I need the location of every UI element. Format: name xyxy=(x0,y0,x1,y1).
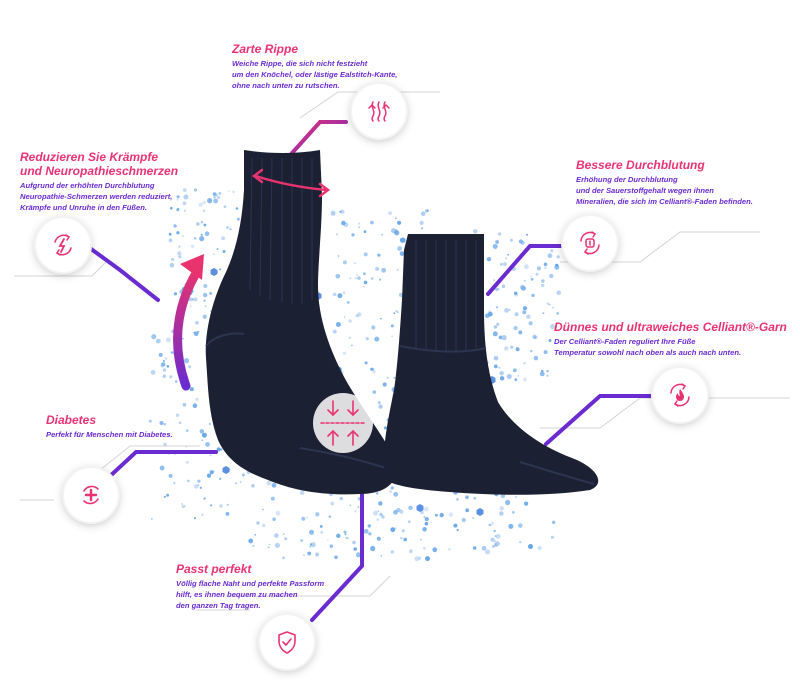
callout-title: Bessere Durchblutung xyxy=(576,158,705,172)
callout-line: Weiche Rippe, die sich nicht festzieht xyxy=(232,59,368,68)
shield-check-icon xyxy=(260,615,314,669)
callout-line: Erhöhung der Durchblutung xyxy=(576,175,678,184)
connector-lines xyxy=(74,120,652,622)
callout-passt-perfekt: Passt perfekt Völlig flache Naht und per… xyxy=(176,562,324,611)
medical-cross-icon xyxy=(64,468,118,522)
callout-body: Weiche Rippe, die sich nicht festzieht u… xyxy=(232,58,397,91)
callout-celliant: Dünnes und ultraweiches Celliant®-Garn D… xyxy=(554,320,787,358)
callout-body: Völlig flache Naht und perfekte Passform… xyxy=(176,578,324,611)
compression-arrows-icon xyxy=(313,393,373,453)
callout-title-line: Reduzieren Sie Krämpfe xyxy=(20,150,159,164)
callout-body: Aufgrund der erhöhten Durchblutung Neuro… xyxy=(20,180,178,213)
callout-line: den ganzen Tag tragen. xyxy=(176,601,261,610)
callout-body: Erhöhung der Durchblutung und der Sauers… xyxy=(576,174,753,207)
callout-body: Perfekt für Menschen mit Diabetes. xyxy=(46,429,173,440)
callout-line: Aufgrund der erhöhten Durchblutung xyxy=(20,181,155,190)
callout-line: um den Knöchel, oder lästige Ealstitch-K… xyxy=(232,70,398,79)
curved-arrow xyxy=(173,254,204,391)
lightning-cycle-icon xyxy=(36,218,90,272)
callout-reduzieren: Reduzieren Sie Krämpfe und Neuropathiesc… xyxy=(20,150,178,213)
left-sock-illustration xyxy=(205,150,397,495)
callout-title: Dünnes und ultraweiches Celliant®-Garn xyxy=(554,320,787,334)
flame-cycle-icon xyxy=(653,368,707,422)
circulation-icon xyxy=(563,216,617,270)
callout-title: Passt perfekt xyxy=(176,562,252,576)
rib-texture-icon xyxy=(352,84,406,138)
callout-durchblutung: Bessere Durchblutung Erhöhung der Durchb… xyxy=(576,158,753,207)
callout-line: Völlig flache Naht und perfekte Passform xyxy=(176,579,325,588)
callout-line: hilft, es ihnen bequem zu machen xyxy=(176,590,298,599)
callout-line: Temperatur sowohl nach oben als auch nac… xyxy=(554,348,742,357)
callout-line: Perfekt für Menschen mit Diabetes. xyxy=(46,430,173,439)
callout-line: Neuropathie-Schmerzen werden reduziert, xyxy=(20,192,173,201)
callout-line: ohne nach unten zu rutschen. xyxy=(232,81,340,90)
callout-zarte-rippe: Zarte Rippe Weiche Rippe, die sich nicht… xyxy=(232,42,397,91)
callout-title: Zarte Rippe xyxy=(232,42,299,56)
callout-line: und der Sauerstoffgehalt wegen ihnen xyxy=(576,186,714,195)
callout-body: Der Celliant®-Faden reguliert Ihre Füße … xyxy=(554,336,787,358)
callout-line: Krämpfe und Unruhe in den Füßen. xyxy=(20,203,147,212)
callout-line: Mineralien, die sich im Celliant®-Faden … xyxy=(576,197,753,206)
callout-line: Der Celliant®-Faden reguliert Ihre Füße xyxy=(554,337,696,346)
callout-diabetes: Diabetes Perfekt für Menschen mit Diabet… xyxy=(46,413,173,440)
callout-title: Diabetes xyxy=(46,413,97,427)
callout-title: Reduzieren Sie Krämpfe und Neuropathiesc… xyxy=(20,150,178,178)
stretch-arrow xyxy=(251,168,331,198)
right-sock-illustration xyxy=(383,234,599,495)
callout-title-line: und Neuropathieschmerzen xyxy=(20,164,179,178)
